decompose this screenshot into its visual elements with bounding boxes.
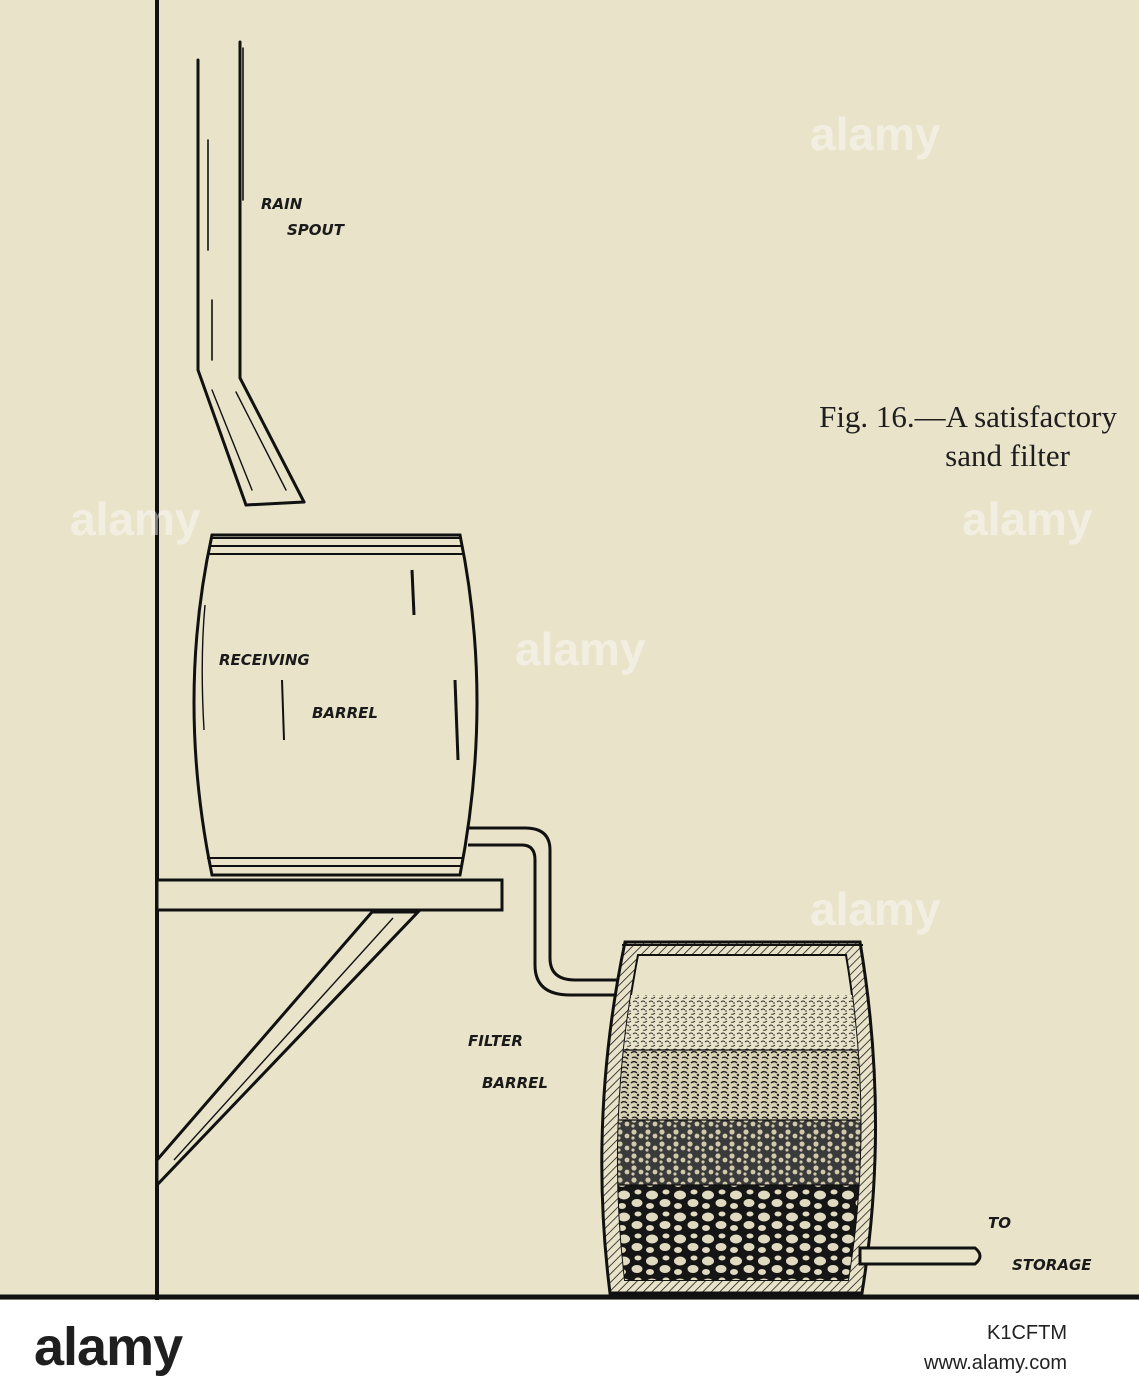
outlet-pipe	[858, 1246, 982, 1266]
label-barrel-filter: BARREL	[482, 1074, 548, 1092]
label-spout: SPOUT	[287, 221, 346, 239]
rain-spout	[196, 40, 306, 507]
label-rain: RAIN	[261, 195, 303, 213]
figure-caption-line2: sand filter	[945, 438, 1070, 473]
figure-caption-line1: Fig. 16.—A satisfactory	[819, 399, 1117, 434]
image-code: K1CFTM	[987, 1322, 1067, 1344]
label-storage: STORAGE	[1012, 1256, 1092, 1274]
watermark-mark-1: alamy	[810, 108, 941, 160]
watermark-footer: alamy K1CFTM www.alamy.com	[0, 1300, 1139, 1390]
watermark-mark-3: alamy	[515, 623, 646, 675]
watermark-overlay: alamy alamy alamy alamy alamy	[70, 108, 1093, 935]
alamy-logo: alamy	[34, 1317, 183, 1377]
sand-filter-diagram: RAIN SPOUT RECEIVING BARREL FILTER BARRE…	[0, 0, 1139, 1300]
label-filter: FILTER	[468, 1032, 523, 1050]
watermark-mark-2: alamy	[70, 493, 201, 545]
watermark-mark-4: alamy	[962, 493, 1093, 545]
label-receiving: RECEIVING	[219, 651, 310, 669]
site-url: www.alamy.com	[924, 1352, 1067, 1374]
shelf	[155, 878, 504, 1189]
receiving-barrel	[192, 533, 479, 877]
label-to: TO	[988, 1214, 1011, 1232]
filter-barrel	[600, 940, 878, 1295]
watermark-mark-5: alamy	[810, 883, 941, 935]
label-barrel-receiving: BARREL	[312, 704, 378, 722]
